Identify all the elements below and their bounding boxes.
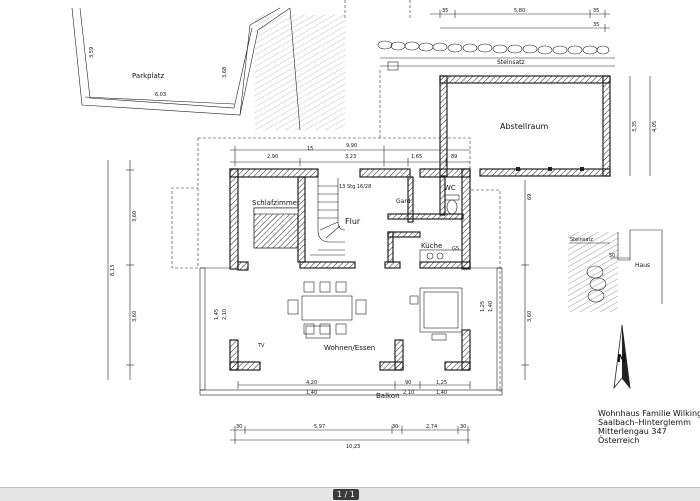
- dining-table: [287, 281, 367, 335]
- title-line-1: Wohnhaus Familie Wilking: [598, 409, 700, 418]
- room-label-flur: Flur: [345, 217, 361, 226]
- dim-bal-125: 1,25: [436, 380, 447, 386]
- room-label-wc: WC: [444, 184, 456, 192]
- section-dim-50: 50: [609, 253, 615, 259]
- dim-360c: 3,60: [527, 311, 533, 322]
- dim-89: 89: [451, 154, 457, 160]
- dim-bot-1023: 10,23: [346, 444, 360, 450]
- dim-park-368: 3,68: [222, 67, 228, 78]
- dim-15: 15: [307, 146, 313, 152]
- dim-323: 3,23: [345, 154, 356, 160]
- dim-bot-30c: 30: [460, 424, 466, 430]
- dim-405: 4,05: [652, 121, 658, 132]
- room-label-balkon: Balkon: [376, 392, 400, 400]
- floor-plan-drawing: Parkplatz 6,03 3,59 3,68 35 5,80 35 35: [71, 0, 663, 450]
- section-detail: [568, 229, 663, 312]
- top-dimension-line: [430, 10, 610, 32]
- dim-bot-30a: 30: [236, 424, 242, 430]
- bed: [253, 207, 299, 249]
- abstellraum-walls: [439, 75, 611, 177]
- annotation-steinsatz-top: Steinsatz: [497, 59, 525, 66]
- dim-145: 1,45: [214, 309, 220, 320]
- annotation-tv: TV: [257, 343, 265, 349]
- sofa: [409, 287, 463, 341]
- dim-bal-420: 4,20: [306, 380, 317, 386]
- stair-label: 13 Stg.16/28: [339, 184, 371, 190]
- house-top-dimension: [230, 146, 470, 166]
- dim-bot-597: 5,97: [314, 424, 325, 430]
- dim-top-35c: 35: [593, 22, 599, 28]
- dim-360b: 3,60: [132, 311, 138, 322]
- room-label-parkplatz: Parkplatz: [132, 72, 165, 80]
- dim-813: 8,13: [110, 265, 116, 276]
- dim-top-35a: 35: [442, 8, 448, 14]
- balcony: [199, 267, 503, 396]
- dim-bal-140b: 1,40: [436, 390, 447, 396]
- room-label-gard: Gard.: [396, 198, 412, 205]
- dim-bal-140: 1,40: [306, 390, 317, 396]
- dim-125: 1,25: [480, 301, 486, 312]
- annotation-steinsatz-side: Steinsatz: [570, 237, 593, 243]
- dim-140: 1,40: [488, 301, 494, 312]
- title-line-4: Österreich: [598, 436, 640, 445]
- dim-335: 3,35: [632, 121, 638, 132]
- roof-outline: [171, 138, 199, 269]
- left-dimension-chain: [107, 160, 134, 380]
- viewer-bottom-bar: 1 / 1: [0, 487, 700, 501]
- dim-top-580: 5,80: [514, 8, 525, 14]
- title-block: Wohnhaus Familie Wilking Saalbach–Hinter…: [598, 409, 700, 445]
- dim-bal-210: 2,10: [403, 390, 414, 396]
- title-line-2: Saalbach–Hinterglemm: [598, 418, 691, 427]
- room-label-abstellraum: Abstellraum: [500, 122, 548, 131]
- north-arrow-letter: N: [617, 352, 626, 365]
- dim-top-35b: 35: [593, 8, 599, 14]
- room-label-haus: Haus: [635, 262, 650, 269]
- page-indicator[interactable]: 1 / 1: [333, 489, 359, 500]
- dim-360a: 3,60: [132, 211, 138, 222]
- room-label-wohnen-essen: Wohnen/Essen: [324, 344, 375, 352]
- room-label-kueche: Küche: [421, 242, 442, 250]
- bottom-dimensions: [230, 426, 470, 444]
- dim-bot-30b: 30: [392, 424, 398, 430]
- dim-park-603: 6,03: [155, 92, 166, 98]
- stone-wall: [377, 40, 615, 71]
- title-line-3: Mitterlengau 347: [598, 427, 667, 436]
- parking-area: [71, 0, 411, 131]
- dim-park-359: 3,59: [89, 47, 95, 58]
- right-dimension-chain: [521, 180, 529, 380]
- dim-990: 9,90: [346, 143, 357, 149]
- annotation-gs: GS: [452, 246, 459, 252]
- staircase: [310, 178, 346, 256]
- room-label-schlafzimmer: Schlafzimmer: [252, 199, 300, 207]
- house-walls: [229, 168, 471, 371]
- dim-165: 1,65: [411, 154, 422, 160]
- dim-290: 2,90: [267, 154, 278, 160]
- dim-bot-274: 2,74: [426, 424, 437, 430]
- dim-210: 2,10: [222, 309, 228, 320]
- north-arrow: [613, 324, 631, 390]
- balcony-dimensions: [237, 381, 471, 389]
- dim-side-69: 69: [527, 194, 533, 200]
- dim-bal-90: 90: [405, 380, 411, 386]
